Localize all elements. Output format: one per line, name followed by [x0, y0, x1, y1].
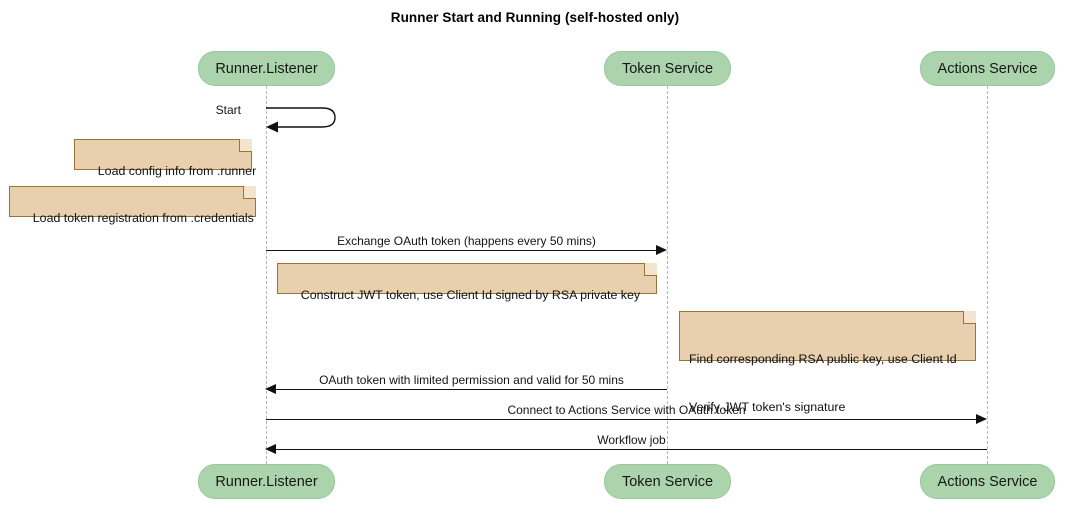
self-message-start-loop — [264, 101, 354, 135]
participant-token-service-bottom[interactable]: Token Service — [604, 464, 731, 499]
note-fold-corner-icon — [644, 263, 657, 276]
message-label-connect-actions: Connect to Actions Service with OAuth to… — [507, 403, 746, 417]
note-fold-corner-icon — [239, 139, 252, 152]
participant-runner-listener-top[interactable]: Runner.Listener — [198, 51, 335, 86]
message-label-workflow-job: Workflow job — [597, 433, 666, 447]
message-line-workflow-job — [275, 449, 987, 450]
note-text-line-1: Find corresponding RSA public key, use C… — [689, 352, 957, 366]
participant-runner-listener-bottom[interactable]: Runner.Listener — [198, 464, 335, 499]
note-load-token-registration: Load token registration from .credential… — [9, 186, 256, 225]
lifeline-actions — [987, 86, 988, 464]
note-construct-jwt: Construct JWT token, use Client Id signe… — [277, 263, 657, 302]
participant-actions-service-bottom[interactable]: Actions Service — [920, 464, 1055, 499]
message-line-connect-actions — [266, 419, 979, 420]
self-message-label-start: Start — [215, 103, 241, 117]
lifeline-token — [667, 86, 668, 464]
message-label-oauth-token: OAuth token with limited permission and … — [319, 373, 624, 387]
participant-label: Actions Service — [937, 60, 1038, 77]
arrowhead-right-icon — [976, 414, 987, 424]
participant-token-service-top[interactable]: Token Service — [604, 51, 731, 86]
arrowhead-left-icon — [265, 384, 276, 394]
participant-label: Runner.Listener — [215, 60, 318, 77]
lifeline-runner — [266, 86, 267, 464]
note-text-line-2: Verify JWT token's signature — [689, 400, 846, 414]
arrowhead-right-icon — [656, 245, 667, 255]
participant-label: Runner.Listener — [215, 473, 318, 490]
note-verify-jwt: Find corresponding RSA public key, use C… — [679, 311, 976, 414]
note-text: Load token registration from .credential… — [32, 211, 254, 225]
note-text: Construct JWT token, use Client Id signe… — [300, 288, 641, 302]
message-label-exchange-oauth: Exchange OAuth token (happens every 50 m… — [337, 234, 596, 248]
message-line-oauth-token — [275, 389, 667, 390]
arrowhead-left-icon — [265, 444, 276, 454]
participant-actions-service-top[interactable]: Actions Service — [920, 51, 1055, 86]
participant-label: Actions Service — [937, 473, 1038, 490]
participant-label: Token Service — [621, 60, 714, 77]
diagram-title: Runner Start and Running (self-hosted on… — [390, 10, 680, 25]
note-fold-corner-icon — [963, 311, 976, 324]
note-fold-corner-icon — [243, 186, 256, 199]
note-load-config: Load config info from .runner — [74, 139, 256, 178]
note-text: Load config info from .runner — [97, 164, 257, 178]
participant-label: Token Service — [621, 473, 714, 490]
message-line-exchange-oauth — [266, 250, 659, 251]
